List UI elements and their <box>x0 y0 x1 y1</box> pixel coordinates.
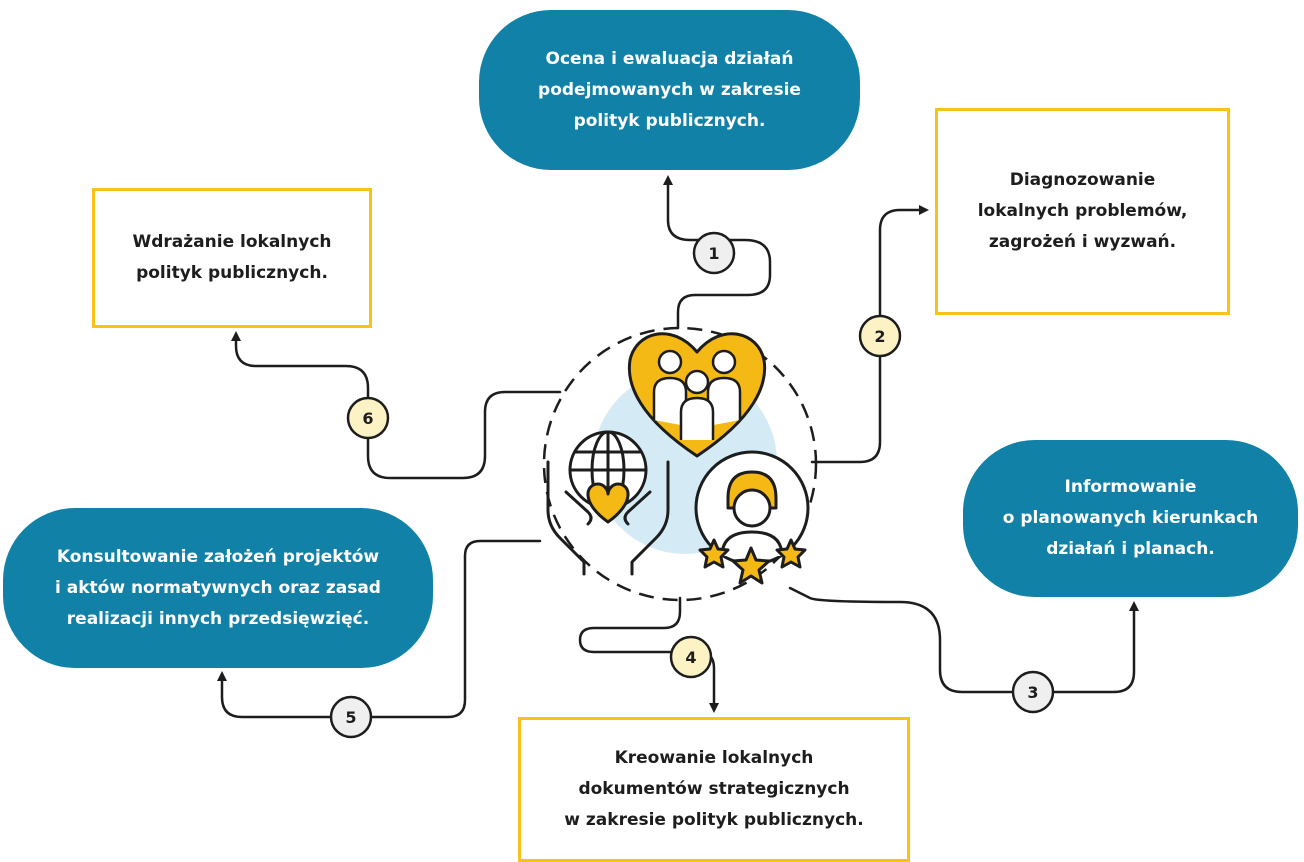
step-6-text: Wdrażanie lokalnych polityk publicznych. <box>132 232 332 283</box>
step-1-evaluation-bubble: Ocena i ewaluacja działań podejmowanych … <box>479 10 860 170</box>
badge-6: 6 <box>346 396 390 440</box>
community-heart-icon <box>627 332 767 458</box>
badge-1: 1 <box>692 231 736 275</box>
globe-in-hands-icon <box>546 430 670 576</box>
step-4-text: Kreowanie lokalnych dokumentów strategic… <box>564 748 864 830</box>
badge-5-number: 5 <box>345 708 356 727</box>
connector-3 <box>788 586 1139 694</box>
step-3-informing-bubble: Informowanie o planowanych kierunkach dz… <box>963 440 1298 597</box>
connector-1 <box>663 175 772 330</box>
step-5-text: Konsultowanie założeń projektów i aktów … <box>55 546 381 629</box>
step-3-text: Informowanie o planowanych kierunkach dz… <box>1002 477 1259 559</box>
badge-1-number: 1 <box>708 244 719 263</box>
badge-2-number: 2 <box>874 327 885 346</box>
badge-3-number: 3 <box>1027 683 1038 702</box>
badge-2: 2 <box>858 314 902 358</box>
step-2-text: Diagnozowanie lokalnych problemów, zagro… <box>977 170 1188 252</box>
badge-4: 4 <box>669 635 713 679</box>
connector-6 <box>231 331 562 480</box>
badge-4-number: 4 <box>685 648 696 667</box>
step-1-text: Ocena i ewaluacja działań podejmowanych … <box>538 48 801 131</box>
step-6-implementation-box: Wdrażanie lokalnych polityk publicznych. <box>92 188 372 328</box>
hub-dashed-ring <box>542 326 818 602</box>
badge-6-number: 6 <box>362 409 373 428</box>
step-5-consultation-bubble: Konsultowanie założeń projektów i aktów … <box>3 508 433 668</box>
central-hub <box>542 326 818 602</box>
step-2-diagnosis-box: Diagnozowanie lokalnych problemów, zagro… <box>935 108 1230 315</box>
step-4-strategy-box: Kreowanie lokalnych dokumentów strategic… <box>518 717 910 862</box>
person-rating-stars-icon <box>694 450 810 585</box>
connector-5 <box>217 539 542 719</box>
badge-5: 5 <box>329 695 373 739</box>
badge-3: 3 <box>1011 670 1055 714</box>
